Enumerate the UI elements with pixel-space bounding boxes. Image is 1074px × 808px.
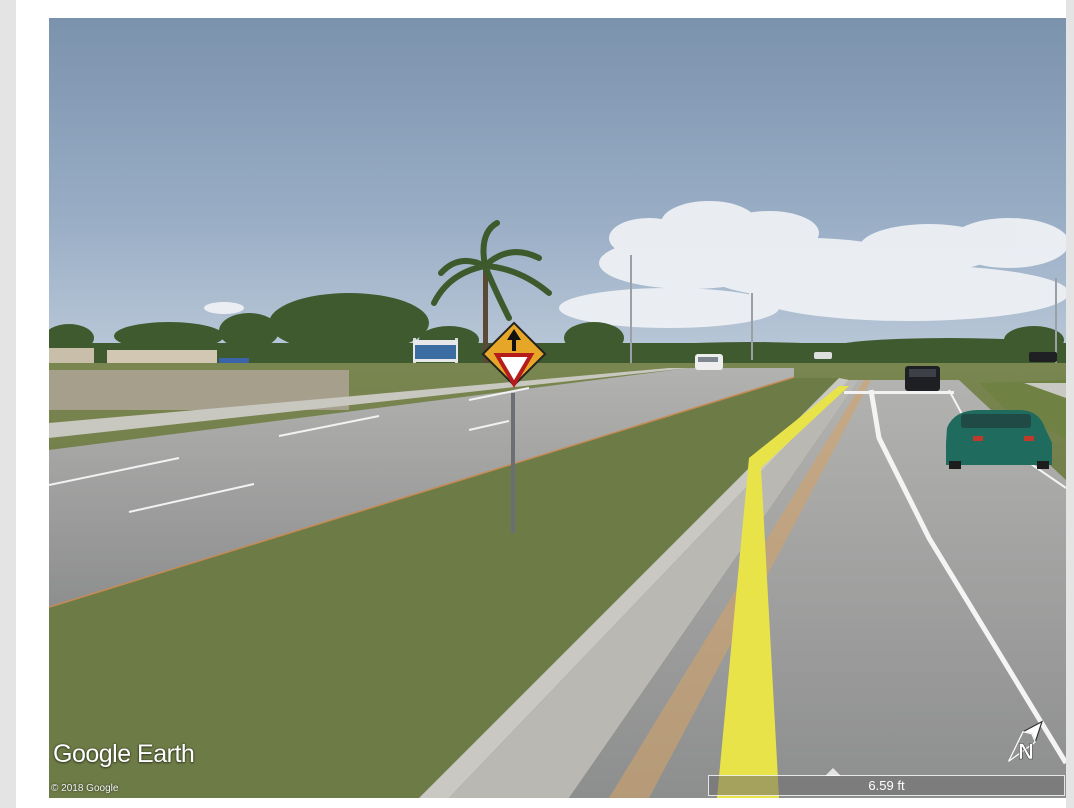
left-lane-markings <box>49 387 530 513</box>
left-sidewalk <box>49 368 689 438</box>
car-distant <box>814 352 832 359</box>
scale-label: 6.59 ft <box>868 778 905 793</box>
compass-north-letter: N <box>1018 739 1034 764</box>
car-black <box>905 366 940 391</box>
yield-ahead-sign <box>481 321 547 533</box>
clouds <box>204 201 1066 328</box>
median-grass <box>49 378 839 798</box>
copyright-notice: © 2018 Google <box>51 783 119 794</box>
right-grass <box>979 380 1066 438</box>
car-white <box>695 354 723 370</box>
median-curb <box>419 378 849 798</box>
light-poles <box>630 255 1057 363</box>
compass-north-arrow-icon[interactable]: N <box>1002 713 1046 771</box>
screenshot-frame: Google Earth © 2018 Google 6.59 ft N <box>16 0 1066 808</box>
car-teal <box>946 410 1052 469</box>
white-edge-line <box>868 389 1066 765</box>
left-roadway <box>49 368 794 608</box>
street-view-viewport[interactable]: Google Earth © 2018 Google 6.59 ft N <box>49 18 1066 798</box>
palm-tree <box>431 220 552 368</box>
google-earth-logo: Google Earth <box>53 740 195 768</box>
crosswalk <box>844 391 954 394</box>
billboard <box>413 338 458 386</box>
car-far-right <box>1029 352 1057 362</box>
scale-tick-icon <box>825 768 841 776</box>
scale-bar: 6.59 ft <box>708 768 1065 796</box>
yellow-lane-line <box>717 386 849 798</box>
street-view-image <box>49 18 1066 798</box>
